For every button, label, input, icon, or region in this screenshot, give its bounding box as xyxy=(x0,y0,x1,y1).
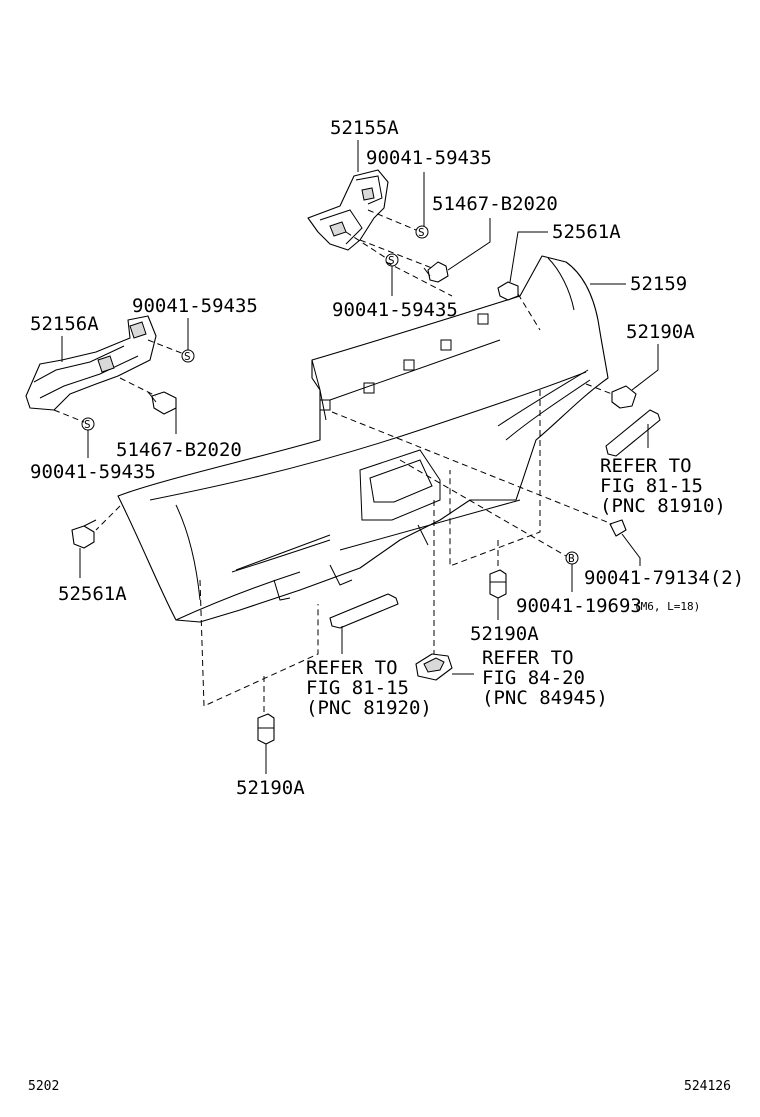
bumper-retainer-rh xyxy=(307,169,389,251)
leader-lines xyxy=(61,140,659,774)
label-refer-center-line3: (PNC 81920) xyxy=(306,697,432,719)
label-52561A-top: 52561A xyxy=(552,221,621,243)
screw-symbol-s-3: S xyxy=(181,349,195,363)
label-refer-lamp-line1: REFER TO xyxy=(482,647,574,669)
screw-symbol-s-2: S xyxy=(385,253,399,267)
part-labels: 52155A 90041-59435 51467-B2020 52561A 52… xyxy=(30,117,744,799)
label-90041-59435-left-top: 90041-59435 xyxy=(132,295,258,317)
nut-90041-79134 xyxy=(609,519,627,537)
footer-right-code: 524126 xyxy=(684,1079,731,1094)
assembly-lines xyxy=(53,209,613,714)
screw-s-text: S xyxy=(388,254,395,267)
label-90041-59435-mid: 90041-59435 xyxy=(332,299,458,321)
license-plate-lamp xyxy=(415,653,453,681)
footer-left-code: 5202 xyxy=(28,1079,59,1094)
label-51467-B2020-left: 51467-B2020 xyxy=(116,439,242,461)
fastener-52190A-bottom xyxy=(257,713,275,745)
screw-s-text: S xyxy=(84,418,91,431)
label-refer-right-line3: (PNC 81910) xyxy=(600,495,726,517)
label-52190A-center: 52190A xyxy=(470,623,539,645)
label-52190A-bottom: 52190A xyxy=(236,777,305,799)
label-90041-19693: 90041-19693 xyxy=(516,595,642,617)
label-90041-59435-left-bottom: 90041-59435 xyxy=(30,461,156,483)
screw-symbol-s-4: S xyxy=(81,417,95,431)
label-52155A: 52155A xyxy=(330,117,399,139)
label-refer-center-line1: REFER TO xyxy=(306,657,398,679)
label-90041-59435-top: 90041-59435 xyxy=(366,147,492,169)
fastener-52190A-right xyxy=(611,385,637,409)
screw-s-text: S xyxy=(418,226,425,239)
label-refer-center-line2: FIG 81-15 xyxy=(306,677,409,699)
label-52159: 52159 xyxy=(630,273,687,295)
bumper-retainer-lh xyxy=(25,315,157,411)
reflector-lh xyxy=(329,593,399,629)
fastener-52190A-center xyxy=(489,569,507,599)
label-refer-lamp-line3: (PNC 84945) xyxy=(482,687,608,709)
label-52190A-right: 52190A xyxy=(626,321,695,343)
label-52156A: 52156A xyxy=(30,313,99,335)
clip-51467-top xyxy=(423,261,449,283)
clip-51467-left xyxy=(147,391,177,415)
label-refer-right-line1: REFER TO xyxy=(600,455,692,477)
screw-symbol-s-1: S xyxy=(415,225,429,239)
screw-s-text: S xyxy=(184,350,191,363)
clip-52561A-left xyxy=(71,519,97,549)
bolt-symbol-b: B xyxy=(565,551,579,565)
label-52561A-left: 52561A xyxy=(58,583,127,605)
bolt-b-text: B xyxy=(568,552,575,565)
reflector-rh xyxy=(605,409,661,457)
clip-52561A-top xyxy=(497,281,519,301)
label-refer-lamp-line2: FIG 84-20 xyxy=(482,667,585,689)
label-90041-79134: 90041-79134(2) xyxy=(584,567,744,589)
rear-bumper-cover xyxy=(117,255,609,623)
footer: 5202 524126 xyxy=(28,1079,731,1094)
label-51467-B2020-top: 51467-B2020 xyxy=(432,193,558,215)
label-refer-right-line2: FIG 81-15 xyxy=(600,475,703,497)
label-90041-19693-note: (M6, L=18) xyxy=(634,600,700,613)
